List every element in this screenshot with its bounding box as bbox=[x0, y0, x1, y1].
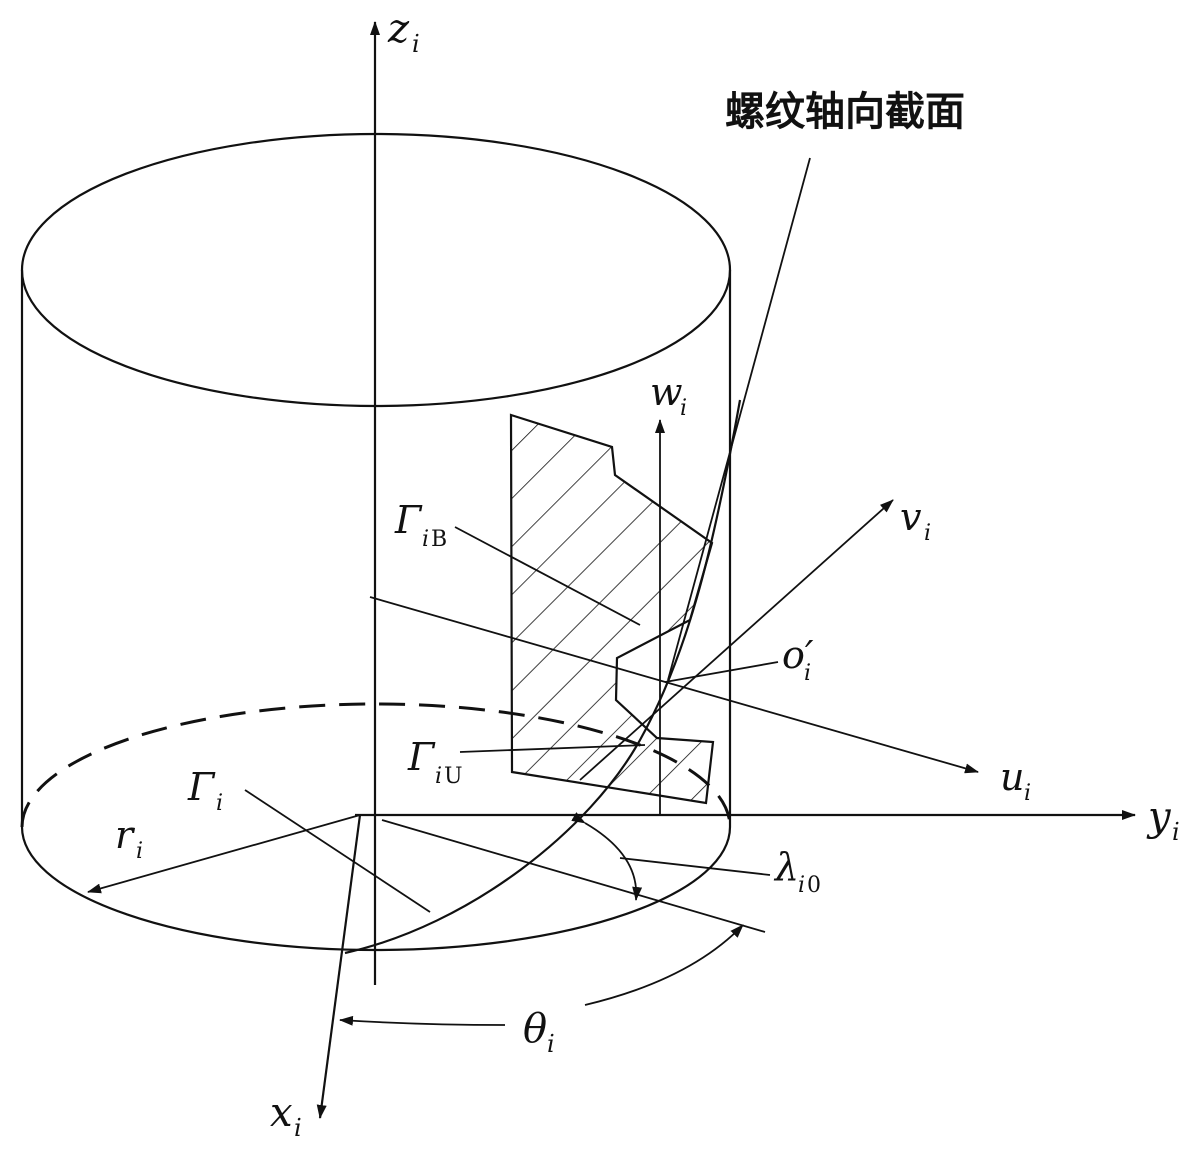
label-x: x i bbox=[270, 1090, 302, 1142]
label-gamma: Γ i bbox=[187, 765, 223, 816]
gammaU-leader bbox=[459, 744, 646, 753]
svg-text:θ: θ bbox=[523, 1006, 547, 1052]
svg-text:i: i bbox=[136, 839, 143, 864]
svg-text:i: i bbox=[422, 527, 429, 552]
theta-angle-arc-right bbox=[584, 924, 744, 1006]
v-axis bbox=[579, 499, 894, 781]
tangent-line bbox=[381, 819, 766, 933]
label-gamma-U: Γ i U bbox=[407, 735, 463, 789]
label-lambda: λ i 0 bbox=[773, 845, 821, 898]
svg-text:i: i bbox=[412, 30, 420, 58]
svg-text:B: B bbox=[431, 527, 447, 552]
label-o-prime: o′ i bbox=[782, 633, 814, 686]
label-z: z i bbox=[387, 6, 420, 58]
svg-text:x: x bbox=[270, 1090, 293, 1136]
svg-text:Γ: Γ bbox=[407, 735, 436, 779]
svg-text:i: i bbox=[924, 521, 931, 546]
radius-line bbox=[87, 814, 361, 894]
x-axis bbox=[316, 814, 362, 1119]
svg-text:r: r bbox=[115, 813, 136, 857]
svg-text:z: z bbox=[387, 6, 410, 52]
svg-text:i: i bbox=[1024, 781, 1031, 806]
label-v: v i bbox=[900, 495, 931, 546]
svg-text:i: i bbox=[294, 1114, 302, 1142]
svg-text:Γ: Γ bbox=[187, 765, 216, 809]
svg-text:i: i bbox=[680, 396, 687, 421]
axial-section bbox=[509, 413, 715, 805]
label-y: y i bbox=[1146, 794, 1180, 846]
label-theta: θ i bbox=[523, 1006, 555, 1058]
gamma-leader bbox=[244, 789, 431, 913]
gammaB-leader bbox=[454, 526, 641, 626]
annotation-leader bbox=[667, 157, 811, 681]
o-leader bbox=[664, 661, 779, 683]
svg-text:u: u bbox=[1000, 755, 1024, 799]
theta-angle-arc-left bbox=[339, 1015, 506, 1026]
svg-text:λ: λ bbox=[773, 845, 799, 889]
svg-text:0: 0 bbox=[807, 873, 821, 898]
svg-text:Γ: Γ bbox=[394, 498, 423, 542]
svg-text:v: v bbox=[900, 495, 922, 539]
annotation-text: 螺纹轴向截面 bbox=[725, 89, 965, 135]
svg-text:i: i bbox=[798, 873, 805, 898]
label-r: r i bbox=[115, 813, 143, 864]
svg-text:i: i bbox=[435, 764, 442, 789]
svg-text:i: i bbox=[1172, 818, 1180, 846]
label-w: w i bbox=[650, 370, 687, 421]
svg-text:i: i bbox=[547, 1030, 555, 1058]
lambda-leader bbox=[619, 857, 771, 876]
svg-text:i: i bbox=[804, 661, 811, 686]
svg-text:w: w bbox=[650, 370, 683, 414]
svg-text:y: y bbox=[1146, 794, 1172, 840]
svg-text:U: U bbox=[444, 764, 463, 789]
label-u: u i bbox=[1000, 755, 1031, 806]
label-gamma-B: Γ i B bbox=[394, 498, 447, 552]
u-axis bbox=[369, 596, 979, 774]
lambda-angle-arc bbox=[571, 812, 643, 901]
svg-text:i: i bbox=[216, 791, 223, 816]
svg-text:o′: o′ bbox=[782, 633, 814, 677]
